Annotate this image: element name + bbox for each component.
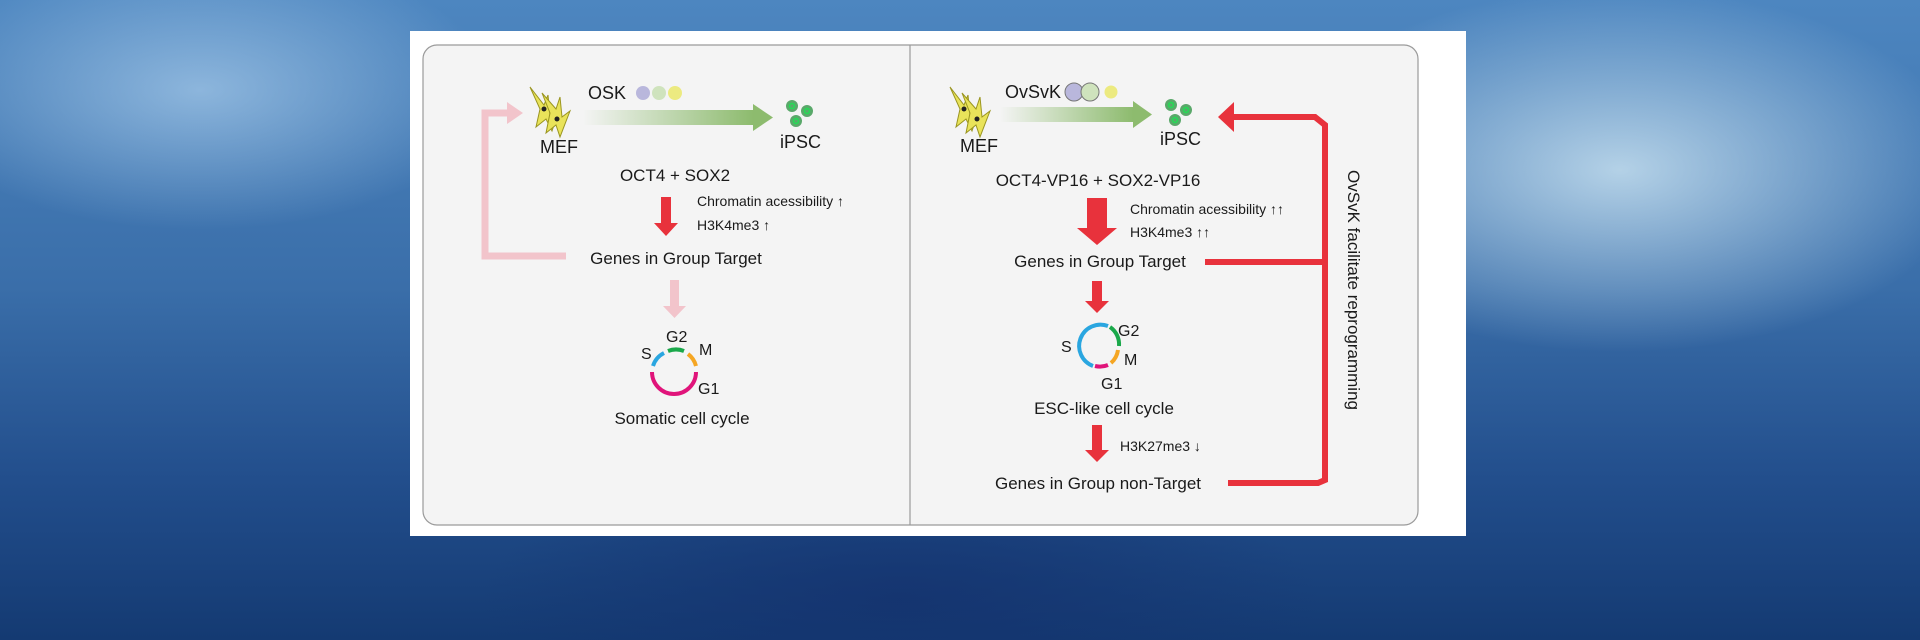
phase-m: M [699, 342, 712, 359]
down-arrow-faded-icon [663, 280, 686, 318]
klf4-dot-icon [668, 86, 682, 100]
down-arrow-icon [1085, 425, 1109, 462]
phase-g2: G2 [1118, 323, 1139, 340]
target-genes-label: Genes in Group Target [1014, 252, 1186, 271]
nontarget-genes-label: Genes in Group non-Target [995, 474, 1201, 493]
feedback-loop-arrow [481, 109, 566, 260]
oct4-dot-icon [636, 86, 650, 100]
down-arrow-bold-icon [1077, 198, 1117, 245]
target-genes-label: Genes in Group Target [590, 249, 762, 268]
phase-s: S [641, 346, 652, 363]
mef-label: MEF [540, 137, 578, 157]
effect-h3k4me3: H3K4me3 ↑ [697, 217, 770, 233]
effect-chromatin: Chromatin acessibility ↑↑ [1130, 201, 1284, 217]
effect-h3k27me3: H3K27me3 ↓ [1120, 438, 1201, 454]
down-arrow-icon [1085, 281, 1109, 313]
oct4-vp16-dot-icon [1064, 82, 1084, 102]
cycle-label: Somatic cell cycle [614, 409, 749, 428]
klf4-dot-icon [1104, 85, 1118, 99]
phase-g2: G2 [666, 329, 687, 346]
phase-s: S [1061, 339, 1072, 356]
panel-frame [422, 44, 1419, 526]
factor-label: OSK [588, 83, 626, 103]
left-panel: MEF OSK iPSC OCT4 + SOX2 Chromatin acess… [481, 83, 844, 428]
down-arrow-icon [654, 197, 678, 236]
factors-label: OCT4 + SOX2 [620, 166, 730, 185]
feedback-arrowhead-icon [1218, 102, 1234, 132]
mef-label: MEF [960, 136, 998, 156]
reprogramming-arrow [1000, 101, 1152, 128]
effect-h3k4me3: H3K4me3 ↑↑ [1130, 224, 1210, 240]
factors-label: OCT4-VP16 + SOX2-VP16 [996, 171, 1201, 190]
ipsc-label: iPSC [1160, 129, 1201, 149]
right-panel: MEF OvSvK iPSC OCT4-VP16 + SOX2-VP16 Chr… [949, 82, 1363, 493]
phase-g1: G1 [1101, 376, 1122, 393]
feedback-arrowhead-icon [507, 102, 523, 124]
feedback-arrow [1205, 114, 1328, 486]
cell-cycle-icon [650, 347, 698, 396]
cell-cycle-icon [1077, 322, 1122, 369]
phase-m: M [1124, 352, 1137, 369]
feedback-label: OvSvK facilitate reprogramming [1344, 170, 1363, 410]
sox2-vp16-dot-icon [1080, 82, 1100, 102]
phase-g1: G1 [698, 381, 719, 398]
reprogramming-arrow [583, 104, 773, 131]
effect-chromatin: Chromatin acessibility ↑ [697, 193, 844, 209]
factor-label: OvSvK [1005, 82, 1061, 102]
cycle-label: ESC-like cell cycle [1034, 399, 1174, 418]
ipsc-label: iPSC [780, 132, 821, 152]
sox2-dot-icon [652, 86, 666, 100]
